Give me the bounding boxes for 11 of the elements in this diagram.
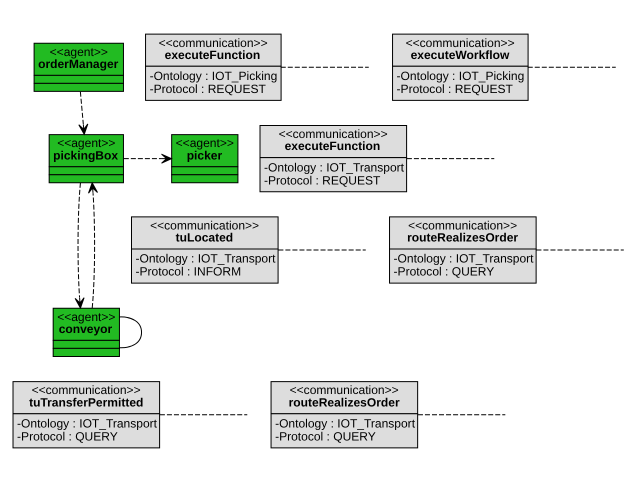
connector: [406, 158, 494, 160]
connector: [417, 414, 505, 416]
arrow: [123, 154, 172, 164]
connector: [527, 66, 616, 68]
connector: [536, 250, 624, 251]
connector: [280, 66, 368, 68]
arrow: [74, 182, 84, 309]
connector: [159, 414, 247, 416]
connector: [278, 250, 366, 251]
arrow: [78, 92, 88, 135]
arrow: [88, 182, 98, 308]
